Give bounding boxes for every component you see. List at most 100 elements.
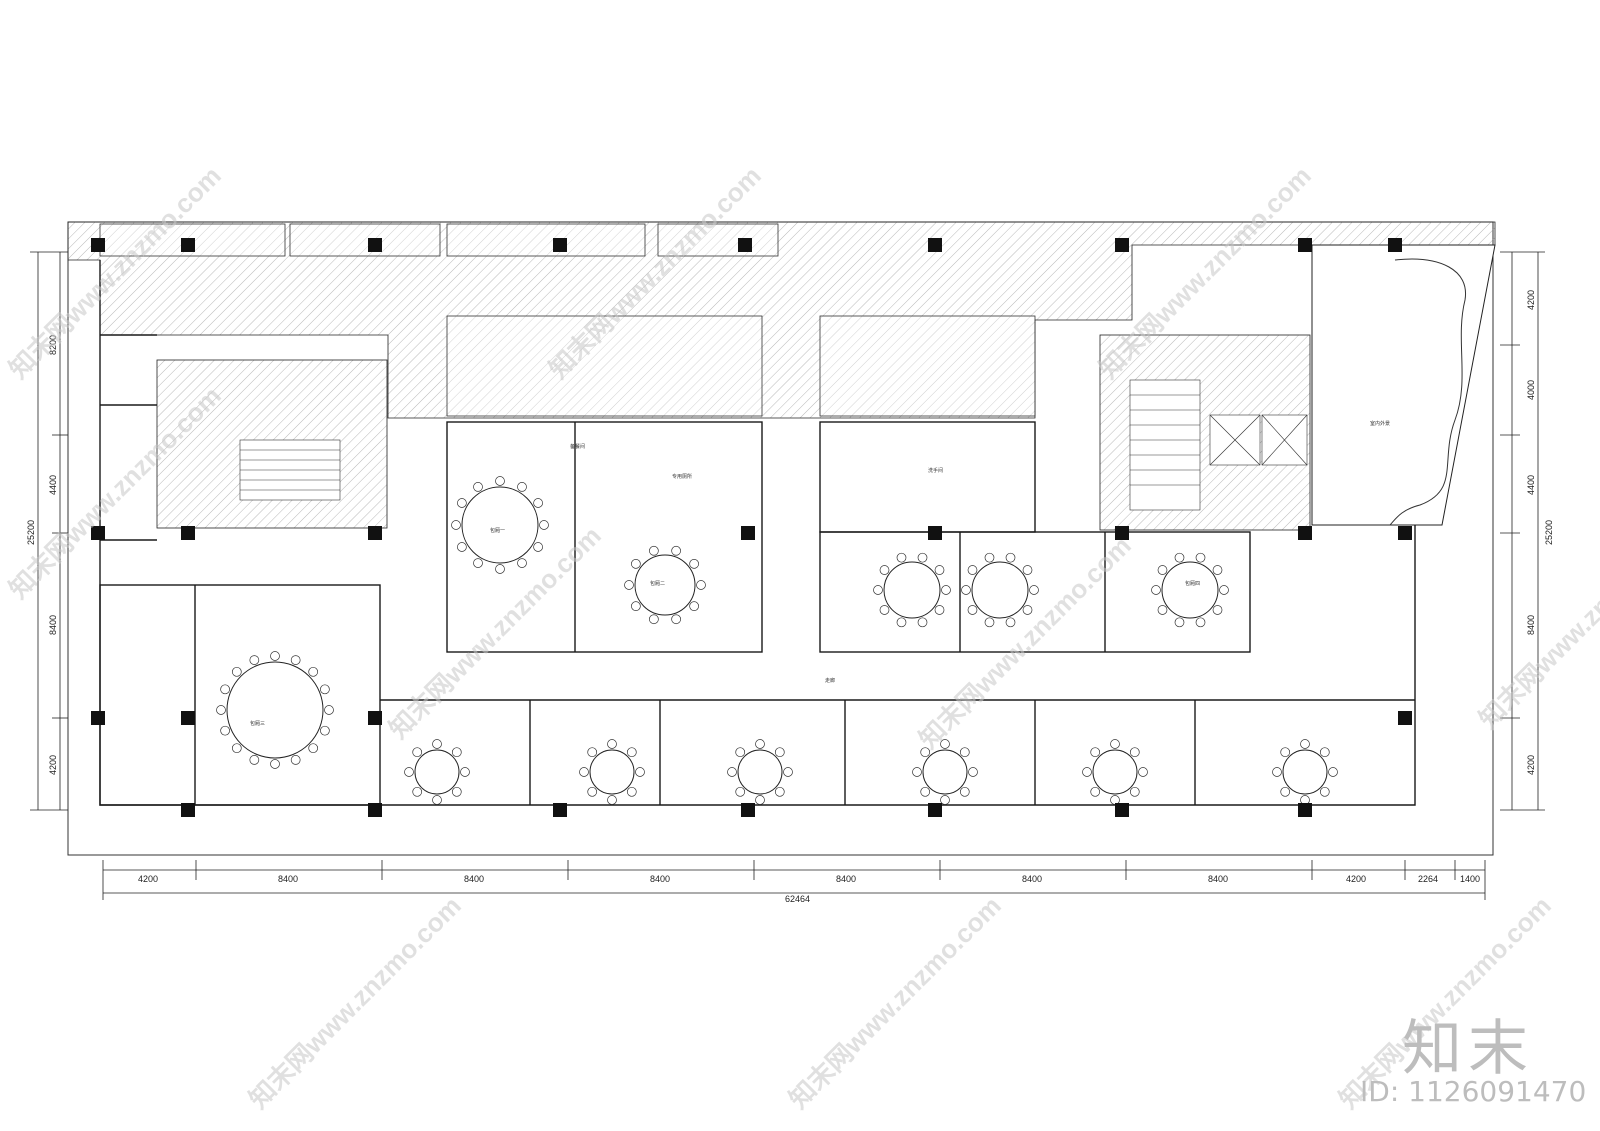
chair bbox=[220, 684, 230, 695]
brand-logo: 知末 bbox=[1402, 1014, 1534, 1084]
chair bbox=[1129, 747, 1140, 758]
room-label: 洗手间 bbox=[928, 467, 943, 474]
column-marker bbox=[928, 803, 942, 817]
chair bbox=[626, 786, 637, 797]
dining-tables bbox=[216, 476, 1338, 805]
dim-label: 8400 bbox=[1526, 615, 1536, 635]
chair bbox=[934, 565, 945, 575]
dim-label: 8400 bbox=[464, 874, 484, 884]
chair bbox=[1212, 605, 1223, 615]
column-marker bbox=[1115, 803, 1129, 817]
column-marker bbox=[368, 711, 382, 725]
round-table bbox=[461, 486, 539, 564]
image-id-label: ID: 1126091470 bbox=[1360, 1075, 1587, 1108]
chair bbox=[735, 747, 746, 758]
chair bbox=[649, 614, 659, 625]
right-dimensions bbox=[1500, 251, 1545, 811]
chair bbox=[671, 614, 681, 625]
column-marker bbox=[1115, 238, 1129, 252]
column-marker bbox=[928, 238, 942, 252]
chair bbox=[270, 651, 280, 661]
chair bbox=[635, 767, 645, 777]
chair bbox=[249, 755, 260, 765]
bottom-dimensions bbox=[102, 860, 1486, 900]
room-label: 包厢三 bbox=[250, 720, 265, 727]
chair bbox=[320, 684, 330, 695]
column-marker bbox=[1115, 526, 1129, 540]
chair bbox=[473, 558, 483, 568]
chair bbox=[308, 743, 319, 754]
chair bbox=[917, 617, 928, 628]
chair bbox=[1022, 605, 1033, 615]
dim-label: 8400 bbox=[1208, 874, 1228, 884]
column-marker bbox=[1398, 711, 1412, 725]
dim-label: 4400 bbox=[48, 475, 58, 495]
chair bbox=[1129, 786, 1140, 797]
chair bbox=[1174, 617, 1185, 628]
chair bbox=[587, 747, 598, 758]
chair bbox=[1212, 565, 1223, 575]
round-table bbox=[414, 749, 460, 795]
round-table bbox=[226, 661, 324, 759]
chair bbox=[879, 565, 890, 575]
chair bbox=[624, 580, 634, 590]
dim-label: 8400 bbox=[836, 874, 856, 884]
chair bbox=[587, 786, 598, 797]
chair bbox=[940, 739, 950, 749]
chair bbox=[460, 767, 470, 777]
room-labels: 室内外景 洗手间 专用厕所 备餐间 包厢一 包厢二 包厢三 包厢四 走廊 bbox=[250, 420, 1390, 727]
column-marker bbox=[1298, 526, 1312, 540]
round-table bbox=[589, 749, 635, 795]
room-label: 专用厕所 bbox=[672, 473, 692, 480]
chair bbox=[774, 747, 785, 758]
watermark-text: 知末网www.znzmo.com bbox=[783, 890, 1007, 1114]
chair bbox=[879, 605, 890, 615]
chair bbox=[1005, 617, 1016, 628]
dim-label: 2264 bbox=[1418, 874, 1438, 884]
chair bbox=[1174, 552, 1185, 563]
chair bbox=[1090, 786, 1101, 797]
chair bbox=[216, 705, 226, 715]
chair bbox=[451, 520, 461, 530]
dim-label: 4200 bbox=[1526, 755, 1536, 775]
chair bbox=[755, 739, 765, 749]
chair bbox=[1195, 617, 1206, 628]
chair bbox=[912, 767, 922, 777]
chair bbox=[1029, 585, 1039, 595]
glazing-panels bbox=[99, 223, 1036, 417]
chair bbox=[249, 655, 260, 665]
chair bbox=[631, 601, 641, 612]
chair bbox=[917, 552, 928, 563]
chair bbox=[1280, 786, 1291, 797]
column-marker bbox=[553, 238, 567, 252]
chair bbox=[934, 605, 945, 615]
stair-right bbox=[1129, 379, 1308, 511]
chair bbox=[1157, 605, 1168, 615]
chair bbox=[940, 795, 950, 805]
chair bbox=[1138, 767, 1148, 777]
chair bbox=[735, 786, 746, 797]
chair bbox=[451, 747, 462, 758]
column-marker bbox=[368, 803, 382, 817]
dim-total-label: 25200 bbox=[1544, 520, 1554, 545]
chair bbox=[626, 747, 637, 758]
watermark-text: 知末网www.znzmo.com bbox=[1473, 510, 1600, 734]
column-marker bbox=[91, 711, 105, 725]
round-table bbox=[737, 749, 783, 795]
column-marker bbox=[1298, 238, 1312, 252]
chair bbox=[412, 786, 423, 797]
chair bbox=[457, 542, 467, 552]
chair bbox=[967, 565, 978, 575]
structural-columns bbox=[91, 238, 1412, 817]
chair bbox=[1280, 747, 1291, 758]
dim-label: 4200 bbox=[1346, 874, 1366, 884]
column-marker bbox=[368, 238, 382, 252]
chair bbox=[495, 476, 505, 486]
dim-label: 8400 bbox=[650, 874, 670, 884]
chair bbox=[1195, 552, 1206, 563]
watermark-text: 知末网www.znzmo.com bbox=[913, 530, 1137, 754]
chair bbox=[1082, 767, 1092, 777]
room-label: 包厢二 bbox=[650, 580, 665, 587]
chair bbox=[896, 617, 907, 628]
